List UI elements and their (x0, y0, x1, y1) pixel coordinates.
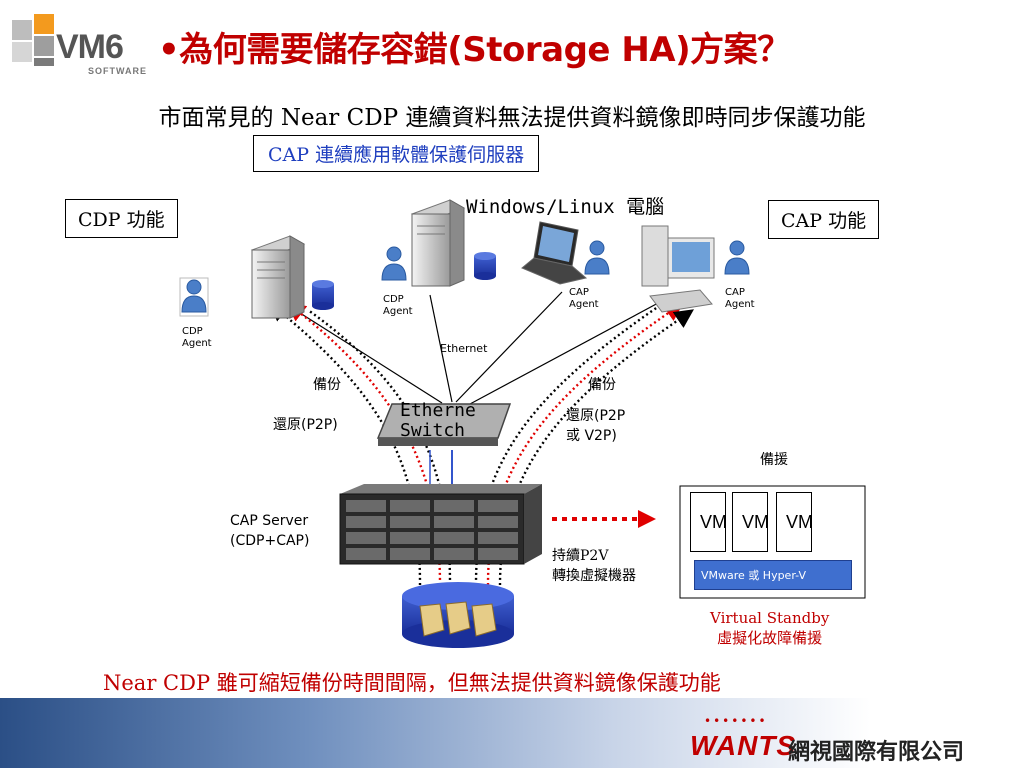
page-title: •為何需要儲存容錯(Storage HA)方案？ (158, 30, 791, 70)
cap-server-label: CAP Server(CDP+CAP) (230, 513, 310, 549)
left-disk-icon (312, 280, 334, 310)
vm-label-1: VM (700, 512, 727, 532)
cdp-function-label: CDP 功能 (65, 199, 178, 238)
vm-box-2 (732, 492, 768, 552)
cdp-agent-mid-icon (381, 246, 407, 281)
logo-brand: VM6 (56, 28, 124, 66)
vm-label-3: VM (786, 512, 813, 532)
desktop-pc-icon (641, 225, 715, 313)
laptop-icon (521, 221, 588, 285)
subtitle: 市面常見的 Near CDP 連續資料無法提供資料鏡像即時同步保護功能 (158, 105, 866, 131)
storage-disk-icon (402, 582, 514, 648)
middle-disk-icon (474, 252, 496, 280)
middle-server-icon (410, 199, 466, 287)
ethernet-label: Ethernet (440, 342, 488, 355)
cap-agent-right-icon (724, 240, 750, 275)
vm6-logo: VM6 SOFTWARE (12, 14, 152, 80)
restore-left-label: 還原(P2P) (273, 417, 338, 433)
company-brand: WANTS (690, 730, 797, 761)
company-logo: ••••••• WANTS 網視國際有限公司 (690, 714, 1010, 765)
vm-box-3 (776, 492, 812, 552)
standby-label: 備援 (760, 452, 788, 468)
cap-server-description: CAP 連續應用軟體保護伺服器 (253, 135, 540, 172)
cap-agent-mid-icon (584, 240, 610, 275)
vm-box-1 (690, 492, 726, 552)
p2v-arrow (552, 510, 656, 528)
left-server-icon (250, 235, 306, 319)
hypervisor-label: VMware 或 Hyper-V (701, 569, 806, 582)
bottom-note: Near CDP 雖可縮短備份時間間隔，但無法提供資料鏡像保護功能 (103, 671, 721, 695)
footer-bar (0, 698, 1024, 768)
logo-dots-icon: ••••••• (704, 714, 768, 728)
cdp-agent-left-icon (179, 277, 209, 317)
hypervisor-bar: VMware 或 Hyper-V (694, 560, 852, 590)
company-name: 網視國際有限公司 (788, 740, 965, 765)
windows-linux-label: Windows/Linux 電腦 (466, 196, 665, 218)
ethernet-links (299, 291, 661, 405)
folder-icons (419, 601, 497, 637)
ethernet-switch-icon (376, 403, 512, 446)
cap-function-label: CAP 功能 (768, 200, 880, 239)
logo-sub: SOFTWARE (88, 66, 147, 76)
cap-server-icon (339, 484, 542, 565)
vm-label-2: VM (742, 512, 769, 532)
backup-left-label: 備份 (313, 377, 341, 393)
backup-right-label: 備份 (588, 377, 616, 393)
